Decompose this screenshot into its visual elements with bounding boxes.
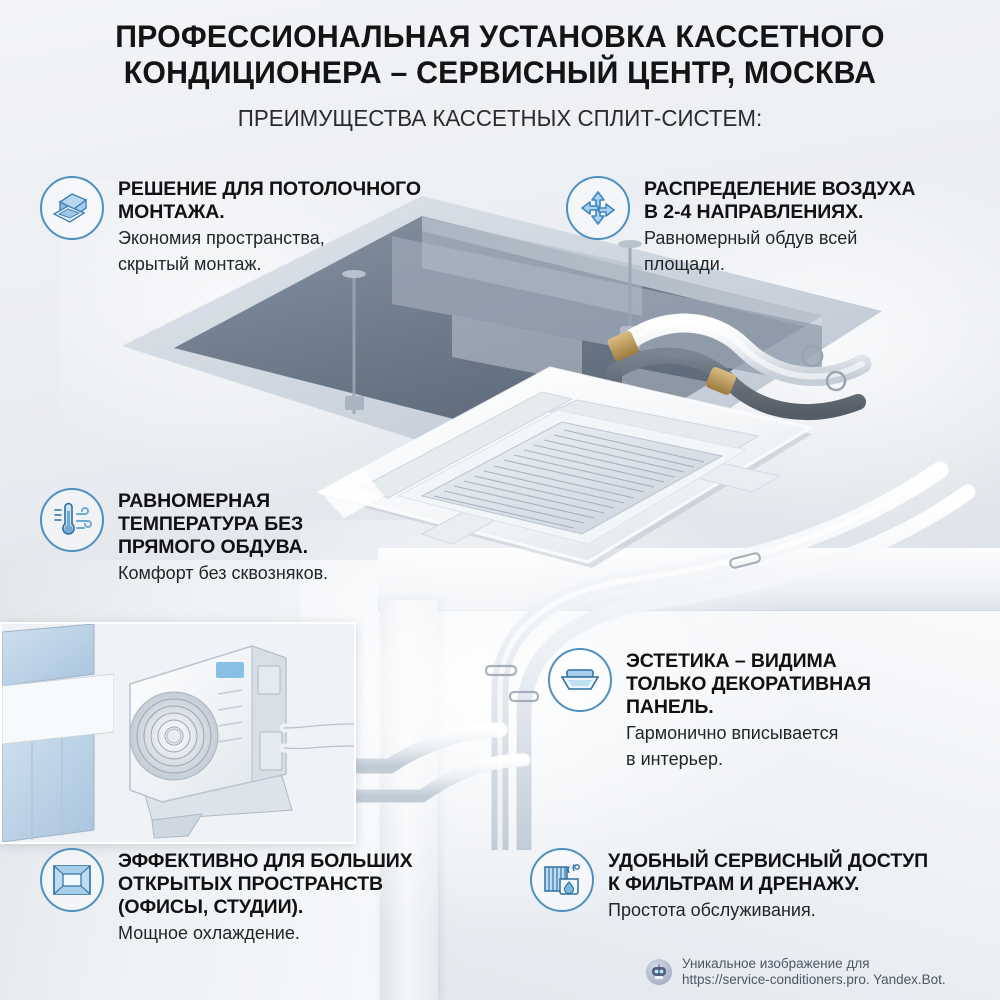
feature-heading-line: ТОЛЬКО ДЕКОРАТИВНАЯ — [626, 673, 871, 695]
feature-heading-line: ОТКРЫТЫХ ПРОСТРАНСТВ — [118, 873, 383, 895]
feature-sub-line: Экономия пространства, — [118, 228, 325, 248]
feature-sub-line: Гармонично вписывается — [626, 723, 839, 743]
watermark-line-1: Уникальное изображение для — [682, 956, 870, 971]
outdoor-unit-inset-photo — [0, 622, 356, 844]
feature-heading-line: РАСПРЕДЕЛЕНИЕ ВОЗДУХА — [644, 178, 916, 200]
cassette-unit-3d-icon — [40, 176, 104, 240]
feature-text: УДОБНЫЙ СЕРВИСНЫЙ ДОСТУП К ФИЛЬТРАМ И ДР… — [608, 848, 928, 922]
feature-heading-line: ЭФФЕКТИВНО ДЛЯ БОЛЬШИХ — [118, 850, 413, 872]
feature-sub-line: Мощное охлаждение. — [118, 923, 300, 943]
poster-header: ПРОФЕССИОНАЛЬНАЯ УСТАНОВКА КАССЕТНОГО КО… — [0, 18, 1000, 132]
feature-sub-line: Простота обслуживания. — [608, 900, 816, 920]
refrigerant-piping — [606, 313, 872, 421]
feature-text: РАСПРЕДЕЛЕНИЕ ВОЗДУХА В 2-4 НАПРАВЛЕНИЯХ… — [644, 176, 915, 276]
subtitle: ПРЕИМУЩЕСТВА КАССЕТНЫХ СПЛИТ-СИСТЕМ: — [237, 105, 763, 131]
feature-heading-line: ПАНЕЛЬ. — [626, 696, 714, 718]
open-space-frame-icon — [40, 848, 104, 912]
wall-pipe-runs — [300, 461, 976, 850]
feature-air-distribution: РАСПРЕДЕЛЕНИЕ ВОЗДУХА В 2-4 НАПРАВЛЕНИЯХ… — [566, 176, 915, 276]
watermark-text: Уникальное изображение для https://servi… — [682, 956, 946, 988]
feature-sub-line: Комфорт без сквозняков. — [118, 563, 329, 583]
feature-text: ЭСТЕТИКА – ВИДИМА ТОЛЬКО ДЕКОРАТИВНАЯ ПА… — [626, 648, 871, 771]
feature-text: РАВНОМЕРНАЯ ТЕМПЕРАТУРА БЕЗ ПРЯМОГО ОБДУ… — [118, 488, 328, 585]
feature-ceiling-mount: РЕШЕНИЕ ДЛЯ ПОТОЛОЧНОГО МОНТАЖА. Экономи… — [40, 176, 421, 276]
feature-aesthetics: ЭСТЕТИКА – ВИДИМА ТОЛЬКО ДЕКОРАТИВНАЯ ПА… — [548, 648, 871, 771]
robot-avatar-icon — [646, 959, 672, 985]
feature-heading-line: УДОБНЫЙ СЕРВИСНЫЙ ДОСТУП — [608, 850, 929, 872]
feature-text: ЭФФЕКТИВНО ДЛЯ БОЛЬШИХ ОТКРЫТЫХ ПРОСТРАН… — [118, 848, 413, 945]
feature-sub-line: в интерьер. — [626, 749, 724, 769]
feature-heading-line: ЭСТЕТИКА – ВИДИМА — [626, 650, 837, 672]
feature-heading-line: ПРЯМОГО ОБДУВА. — [118, 536, 308, 558]
feature-sub-line: скрытый монтаж. — [118, 254, 262, 274]
feature-large-spaces: ЭФФЕКТИВНО ДЛЯ БОЛЬШИХ ОТКРЫТЫХ ПРОСТРАН… — [40, 848, 413, 945]
watermark: Уникальное изображение для https://servi… — [646, 956, 946, 988]
feature-sub-line: площади. — [644, 254, 725, 274]
feature-heading-line: (ОФИСЫ, СТУДИИ). — [118, 896, 304, 918]
thermometer-wind-icon — [40, 488, 104, 552]
feature-service-access: УДОБНЫЙ СЕРВИСНЫЙ ДОСТУП К ФИЛЬТРАМ И ДР… — [530, 848, 928, 922]
title-line-1: ПРОФЕССИОНАЛЬНАЯ УСТАНОВКА КАССЕТНОГО — [115, 18, 885, 54]
feature-heading-line: В 2-4 НАПРАВЛЕНИЯХ. — [644, 201, 864, 223]
title-line-2: КОНДИЦИОНЕРА – СЕРВИСНЫЙ ЦЕНТР, МОСКВА — [123, 54, 877, 90]
ceiling-cassette-scene — [122, 196, 882, 568]
watermark-line-2: https://service-conditioners.pro. Yandex… — [682, 972, 946, 987]
feature-heading-line: К ФИЛЬТРАМ И ДРЕНАЖУ. — [608, 873, 860, 895]
feature-text: РЕШЕНИЕ ДЛЯ ПОТОЛОЧНОГО МОНТАЖА. Экономи… — [118, 176, 421, 276]
filter-drain-icon — [530, 848, 594, 912]
feature-heading-line: РЕШЕНИЕ ДЛЯ ПОТОЛОЧНОГО — [118, 178, 421, 200]
feature-heading-line: РАВНОМЕРНАЯ — [118, 490, 271, 512]
feature-heading-line: ТЕМПЕРАТУРА БЕЗ — [118, 513, 304, 535]
cassette-unit — [315, 366, 814, 568]
feature-even-temperature: РАВНОМЕРНАЯ ТЕМПЕРАТУРА БЕЗ ПРЯМОГО ОБДУ… — [40, 488, 328, 585]
four-direction-arrows-icon — [566, 176, 630, 240]
feature-heading-line: МОНТАЖА. — [118, 201, 225, 223]
decorative-panel-icon — [548, 648, 612, 712]
feature-sub-line: Равномерный обдув всей — [644, 228, 858, 248]
